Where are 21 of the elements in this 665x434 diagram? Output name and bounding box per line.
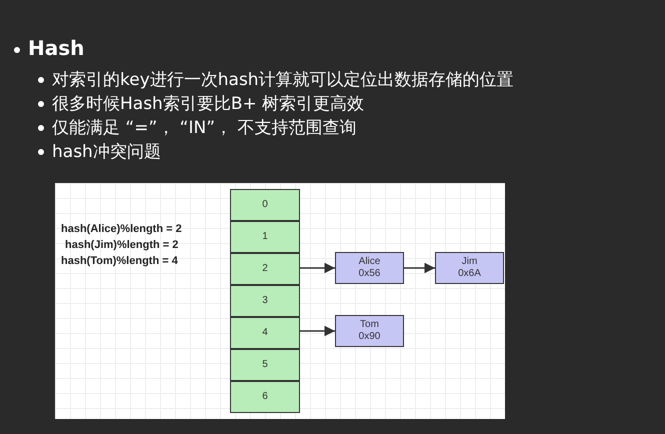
arrow <box>404 262 435 274</box>
formula-text: hash(Tom)%length = 4 <box>61 255 178 267</box>
entry-box: Alice 0x56 <box>335 252 404 284</box>
table-slot: 3 <box>230 285 300 317</box>
entry-box: Tom 0x90 <box>335 315 404 347</box>
table-slot: 1 <box>230 221 300 253</box>
entry-box: Jim 0x6A <box>435 252 504 284</box>
formula-text: hash(Alice)%length = 2 <box>61 223 182 235</box>
bullet-text: 很多时候Hash索引要比B+ 树索引更高效 <box>52 93 364 115</box>
bullet-text: hash冲突问题 <box>52 141 161 163</box>
heading: Hash <box>28 36 84 60</box>
arrow <box>300 326 335 336</box>
table-slot: 4 <box>230 317 300 349</box>
table-slot: 2 <box>230 253 300 285</box>
bullet-text: 对索引的key进行一次hash计算就可以定位出数据存储的位置 <box>52 69 514 91</box>
table-slot: 6 <box>230 381 300 413</box>
table-slot: 5 <box>230 349 300 381</box>
arrow <box>300 262 335 274</box>
formula-text: hash(Jim)%length = 2 <box>65 239 178 251</box>
bullet-text: 仅能满足 “=”， “IN”， 不支持范围查询 <box>52 117 356 139</box>
table-slot: 0 <box>230 189 300 221</box>
